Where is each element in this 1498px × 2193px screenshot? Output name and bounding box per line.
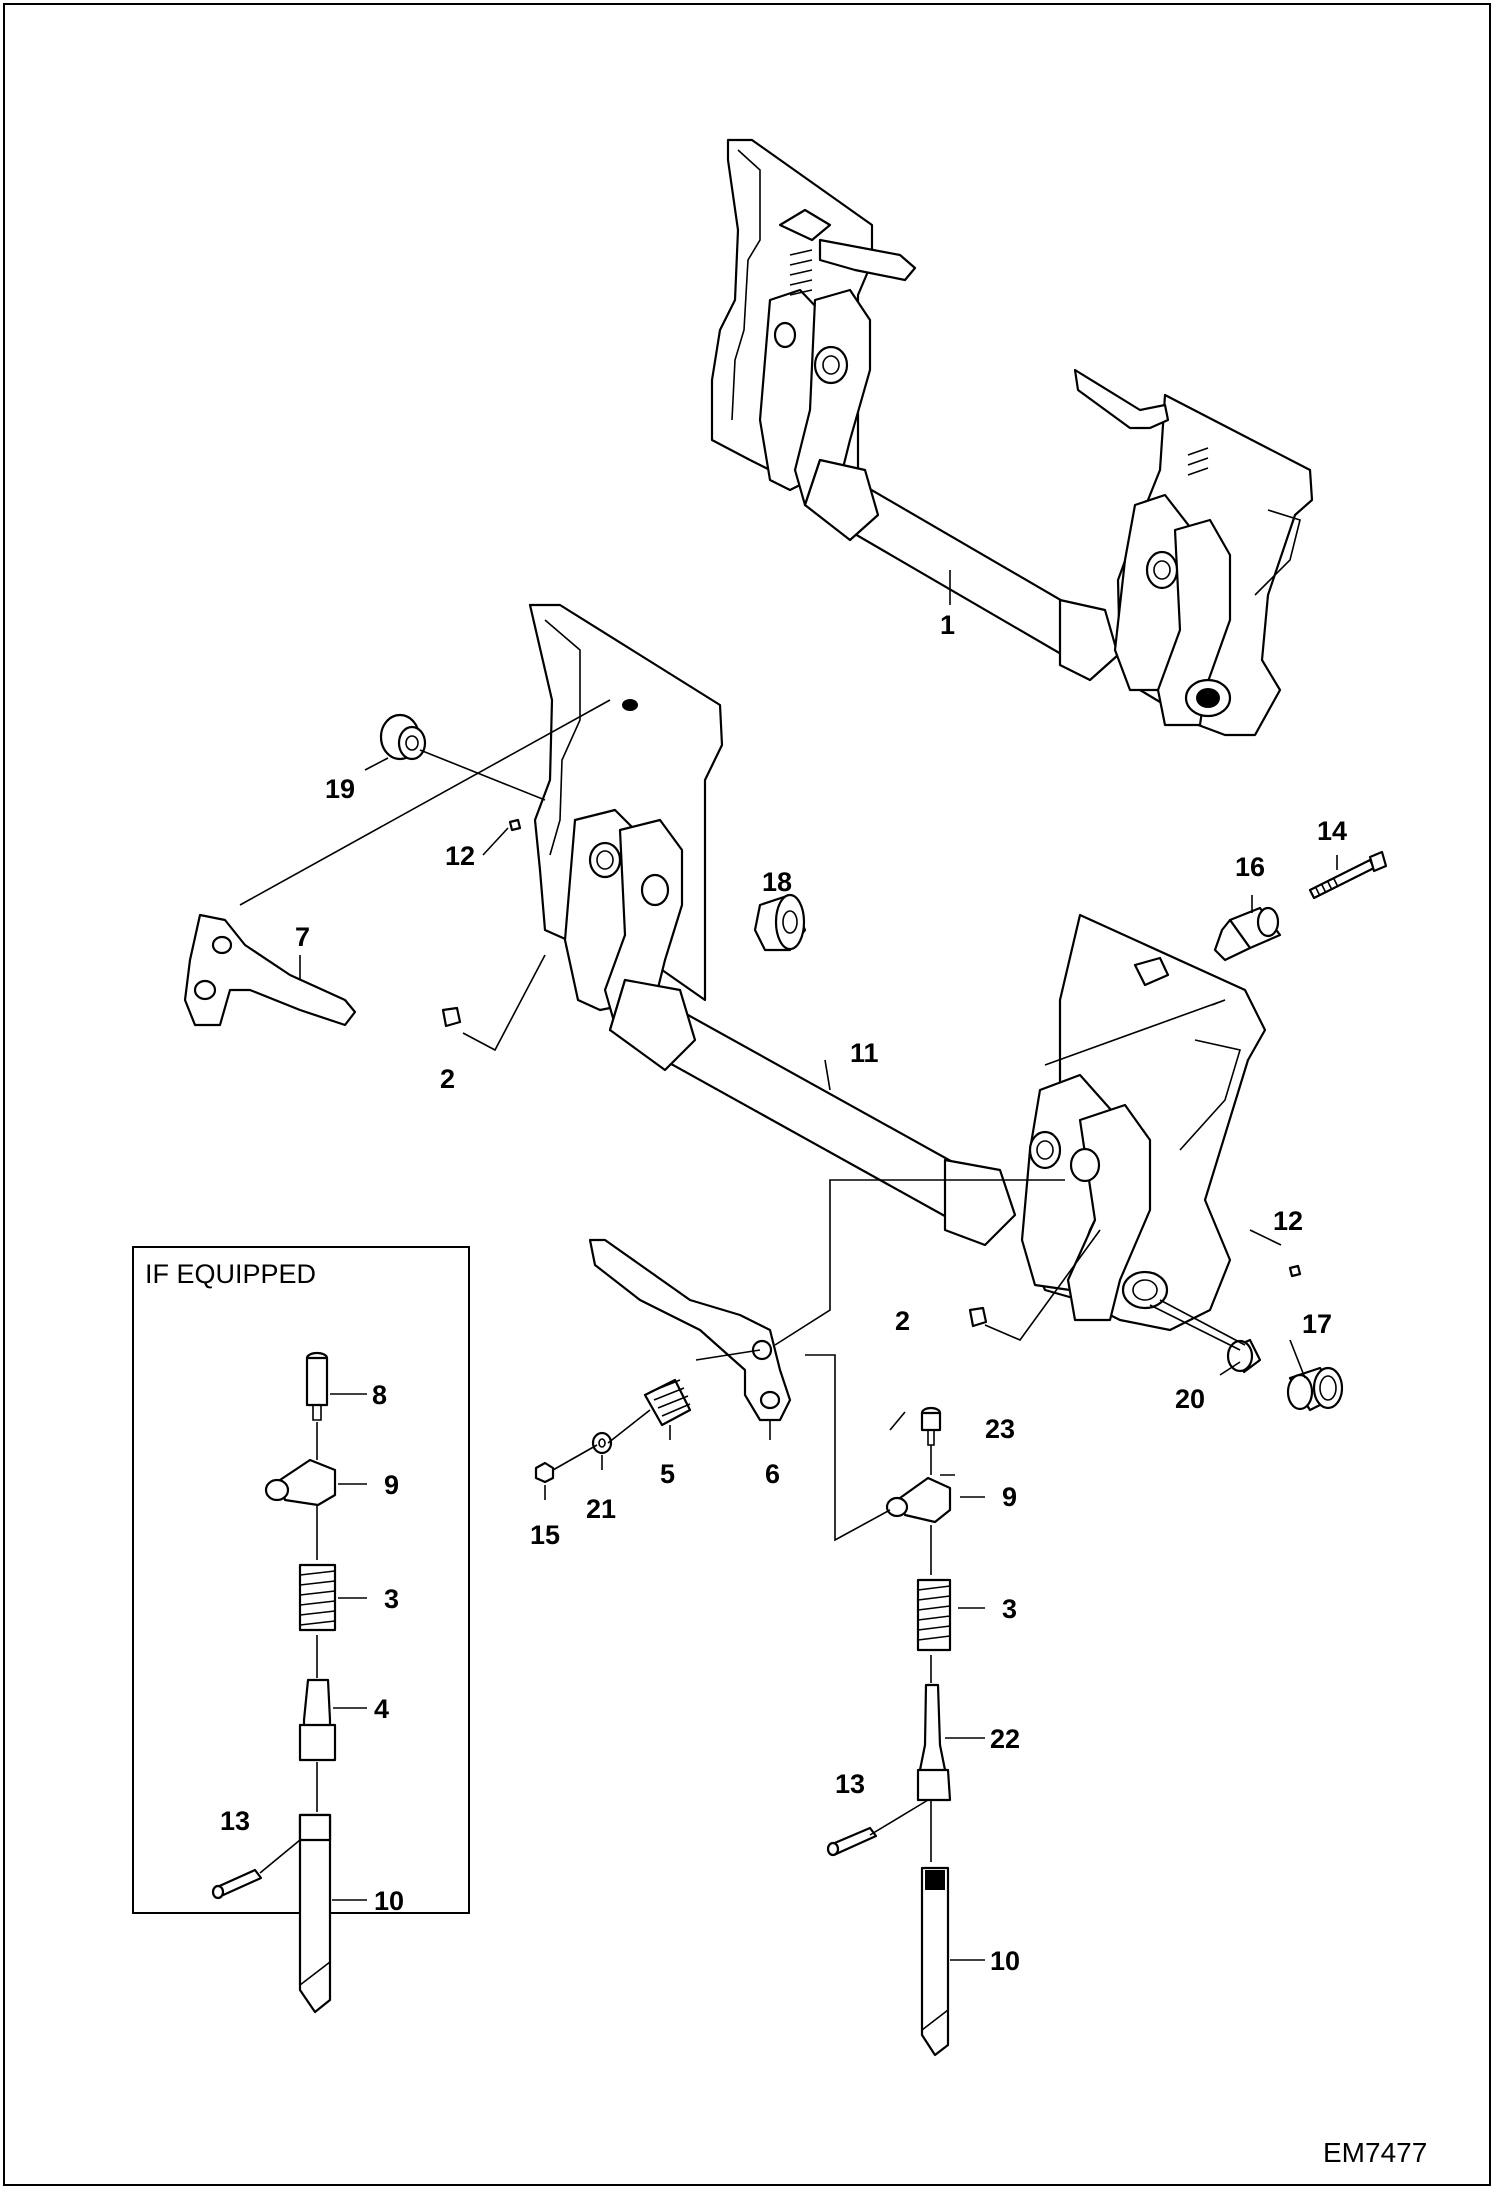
rod-part-22 [916,1683,952,1802]
bracket-part-9 [885,1476,952,1524]
callout-3-right: 3 [1002,1594,1017,1624]
drawing-id: EM7477 [1323,2137,1427,2168]
callout-8: 8 [372,1380,387,1410]
callout-11: 11 [850,1038,879,1068]
pin-part-13 [826,1826,878,1857]
lever-part-7 [183,913,357,1027]
pin-part-12 [508,818,1302,1278]
callout-19: 19 [325,774,355,804]
nut-part-15 [534,1461,555,1484]
callout-5: 5 [660,1459,675,1489]
bolt-part-8 [305,1351,329,1421]
bushing-part-17 [1286,1366,1344,1412]
callout-16: 16 [1235,852,1265,882]
latch-pin-part-10-inset [298,1813,332,2014]
spacer-part-16 [1213,906,1282,962]
bracket-part-9-inset [264,1458,337,1507]
lever-part-6 [588,1238,792,1422]
upper-attachment-frame-assembly [710,138,1314,737]
callout-13-right: 13 [835,1769,865,1799]
bolt-part-14 [1308,850,1388,900]
spring-part-3-inset [298,1563,337,1632]
rod-part-4 [298,1678,337,1762]
inset-label: IF EQUIPPED [145,1259,316,1289]
collar-part-18 [753,893,807,952]
callout-3-inset: 3 [384,1584,399,1614]
grease-fitting-part-2 [441,1006,988,1328]
bushing-part-20 [1226,1338,1262,1374]
callout-9-right: 9 [1002,1482,1017,1512]
callout-14: 14 [1317,816,1347,846]
callout-23: 23 [985,1414,1015,1444]
callout-20: 20 [1175,1384,1205,1414]
diagram-border [3,3,1491,2186]
callout-2-left: 2 [440,1064,455,1094]
bolt-part-23 [920,1406,942,1446]
callout-22: 22 [990,1724,1020,1754]
washer-part-21 [591,1431,613,1455]
callout-1: 1 [940,610,955,640]
callout-12-left: 12 [445,841,475,871]
pin-part-13-inset [211,1868,263,1900]
callout-10-right: 10 [990,1946,1020,1976]
callout-18: 18 [762,867,792,897]
callout-2-right: 2 [895,1306,910,1336]
lower-attachment-frame-assembly [528,603,1267,1332]
latch-pin-part-10 [920,1866,950,2057]
callout-15: 15 [530,1520,560,1550]
spring-part-3 [916,1578,952,1652]
callout-6: 6 [765,1459,780,1489]
callout-13-inset: 13 [220,1806,250,1836]
callout-17: 17 [1302,1309,1332,1339]
callout-9-inset: 9 [384,1470,399,1500]
callout-12-right: 12 [1273,1206,1303,1236]
bushing-part-19 [379,713,427,761]
callout-7: 7 [295,922,310,952]
callout-4: 4 [374,1694,389,1724]
leader-lines [239,570,1338,1961]
callout-10-inset: 10 [374,1886,404,1916]
callout-21: 21 [586,1494,616,1524]
callout-numbers: 1 19 12 18 7 2 11 16 14 12 2 17 20 23 9 … [145,610,1427,2168]
spring-part-5 [643,1378,692,1427]
